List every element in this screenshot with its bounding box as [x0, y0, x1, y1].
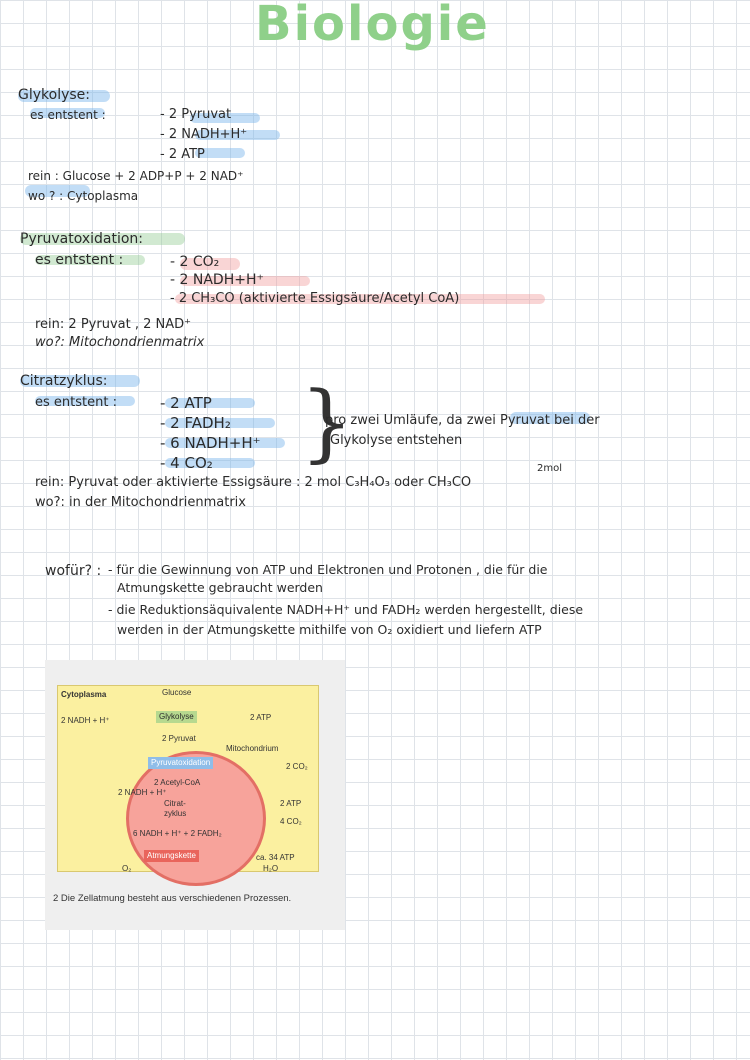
glucose-label: Glucose: [162, 688, 192, 697]
acetyl-label: 2 Acetyl-CoA: [154, 778, 201, 787]
highlight: [175, 294, 545, 304]
wofuer-line: - für die Gewinnung von ATP und Elektron…: [108, 562, 548, 577]
highlight: [165, 418, 275, 428]
atp3-label: ca. 34 ATP: [256, 853, 295, 862]
brace: }: [300, 373, 354, 471]
pyruvat-item: - 2 CH₃CO (aktivierte Essigsäure/Acetyl …: [170, 291, 460, 306]
pyruvat-item: - 2 NADH+H⁺: [170, 272, 264, 288]
highlight: [35, 255, 145, 265]
highlight: [165, 398, 255, 408]
glykolyse-heading: Glykolyse:: [18, 87, 90, 103]
citrat-item: - 6 NADH+H⁺: [160, 434, 261, 452]
pyruvat-wo: wo?: Mitochondrienmatrix: [35, 335, 205, 350]
highlight: [510, 412, 590, 424]
citrat-note: Glykolyse entstehen: [330, 433, 463, 448]
highlight: [165, 438, 285, 448]
highlight: [190, 113, 260, 123]
pyruvat-heading: Pyruvatoxidation:: [20, 231, 144, 247]
pyruvat-item: - 2 CO₂: [170, 254, 220, 270]
highlight: [20, 375, 140, 387]
highlight: [195, 148, 245, 158]
mitochondrion: [126, 751, 266, 886]
co2-label: 2 CO₂: [286, 762, 308, 771]
o2-label: O₂: [122, 864, 132, 873]
atmungskette-box: Atmungskette: [144, 850, 199, 862]
atp-label: 2 ATP: [250, 713, 272, 722]
citrat-item: - 4 CO₂: [160, 454, 213, 472]
wofuer-label: wofür? :: [45, 563, 102, 579]
zyklus-label: zyklus: [164, 809, 187, 818]
cell-respiration-figure: Cytoplasma 2 NADH + H⁺ Glykolyse 2 ATP 2…: [45, 660, 345, 930]
highlight: [195, 130, 280, 140]
highlight: [180, 276, 310, 286]
glykolyse-box: Glykolyse: [156, 711, 197, 723]
nadh-label: 2 NADH + H⁺: [61, 716, 110, 725]
glykolyse-wo: wo ? : Cytoplasma: [28, 189, 139, 203]
highlight: [35, 396, 135, 406]
highlight: [30, 108, 105, 118]
citrat-wo: wo?: in der Mitochondrienmatrix: [35, 495, 246, 510]
h2o-label: H₂O: [263, 864, 279, 873]
citrat-heading: Citratzyklus:: [20, 373, 108, 389]
citrat-rein: rein: Pyruvat oder aktivierte Essigsäure…: [35, 475, 472, 490]
wofuer-line: - die Reduktionsäquivalente NADH+H⁺ und …: [108, 602, 584, 617]
mitochondrium-label: Mitochondrium: [226, 744, 279, 753]
citrat-item: - 2 FADH₂: [160, 414, 231, 432]
figure-caption: 2 Die Zellatmung besteht aus verschieden…: [53, 893, 292, 904]
citrat-item: - 2 ATP: [160, 394, 212, 412]
co2-2-label: 4 CO₂: [280, 817, 302, 826]
glykolyse-label: es entstent :: [30, 108, 106, 122]
page-title: Biologie: [255, 0, 490, 52]
citrat-label: Citrat-: [164, 799, 186, 808]
pyruvat-rein: rein: 2 Pyruvat , 2 NAD⁺: [35, 317, 191, 332]
citrat-label: es entstent :: [35, 395, 117, 410]
highlight: [165, 458, 255, 468]
highlight: [180, 258, 240, 270]
cytoplasma-label: Cytoplasma: [61, 690, 107, 699]
highlight: [18, 90, 110, 102]
glykolyse-item: - 2 ATP: [160, 147, 205, 162]
glykolyse-item: - 2 NADH+H⁺: [160, 127, 248, 142]
pyruvat-label: es entstent :: [35, 252, 124, 268]
highlight: [20, 233, 185, 245]
glykolyse-rein: rein : Glucose + 2 ADP+P + 2 NAD⁺: [28, 169, 244, 183]
glykolyse-item: - 2 Pyruvat: [160, 107, 232, 122]
citrat-small-note: 2mol: [537, 463, 562, 474]
cytoplasm-box: Cytoplasma 2 NADH + H⁺ Glykolyse 2 ATP 2…: [57, 685, 319, 886]
pyruvatoxidation-box: Pyruvatoxidation: [148, 757, 214, 769]
atp2-label: 2 ATP: [280, 799, 302, 808]
wofuer-line: werden in der Atmungskette mithilfe von …: [117, 622, 542, 637]
pyruvat-label: 2 Pyruvat: [162, 734, 196, 743]
nadh-fadh-label: 6 NADH + H⁺ + 2 FADH₂: [133, 829, 222, 838]
nadh-mid-label: 2 NADH + H⁺: [118, 788, 167, 797]
citrat-note: pro zwei Umläufe, da zwei Pyruvat bei de…: [325, 413, 600, 428]
highlight: [25, 185, 90, 197]
wofuer-line: Atmungskette gebraucht werden: [117, 580, 323, 595]
